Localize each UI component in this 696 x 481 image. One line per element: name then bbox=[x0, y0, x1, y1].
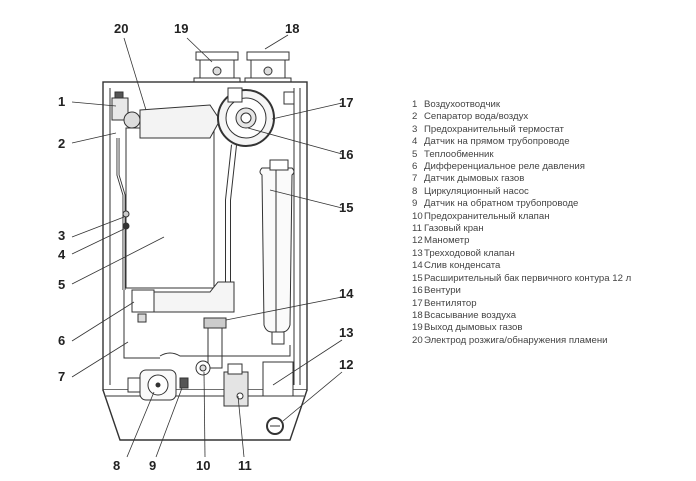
legend-label: Сепаратор вода/воздух bbox=[424, 111, 529, 123]
callout-18: 18 bbox=[285, 21, 299, 36]
legend-number: 13 bbox=[412, 247, 423, 259]
legend-number: 16 bbox=[412, 285, 423, 297]
legend-label: Манометр bbox=[424, 235, 470, 247]
legend-label: Теплообменник bbox=[424, 148, 494, 160]
callout-16: 16 bbox=[339, 147, 353, 162]
legend-label: Трехходовой клапан bbox=[424, 247, 515, 259]
legend-number: 19 bbox=[412, 322, 423, 334]
legend-label: Вентури bbox=[424, 285, 461, 297]
legend-item: 9 Датчик на обратном трубопроводе bbox=[412, 198, 692, 210]
callout-19: 19 bbox=[174, 21, 188, 36]
legend-number: 15 bbox=[412, 272, 423, 284]
callout-17: 17 bbox=[339, 95, 353, 110]
legend-number: 1 bbox=[412, 99, 418, 110]
callout-1: 1 bbox=[58, 94, 65, 109]
legend-item: 7 Датчик дымовых газов bbox=[412, 173, 692, 185]
flue-outlet-19 bbox=[193, 51, 241, 84]
callout-20: 20 bbox=[114, 21, 128, 36]
legend-item: 5 Теплообменник bbox=[412, 149, 692, 161]
legend-number: 17 bbox=[412, 297, 423, 309]
legend-number: 18 bbox=[412, 309, 423, 321]
legend-number: 6 bbox=[412, 161, 418, 173]
legend-label: Датчик на прямом трубопроводе bbox=[424, 136, 570, 148]
legend-number: 7 bbox=[412, 173, 418, 185]
legend-number: 8 bbox=[412, 185, 418, 197]
legend-number: 5 bbox=[412, 148, 418, 160]
manometer bbox=[266, 417, 284, 435]
callout-7: 7 bbox=[58, 369, 65, 384]
callout-4: 4 bbox=[58, 247, 66, 262]
legend-label: Вентилятор bbox=[424, 297, 477, 309]
legend-label: Всасывание воздуха bbox=[424, 309, 517, 321]
legend-item: 8 Циркуляционный насос bbox=[412, 186, 692, 198]
legend-item: 3 Предохранительный термостат bbox=[412, 124, 692, 136]
callout-15: 15 bbox=[339, 200, 353, 215]
callout-11: 11 bbox=[238, 458, 252, 473]
legend-label: Циркуляционный насос bbox=[424, 185, 529, 197]
callout-6: 6 bbox=[58, 333, 65, 348]
legend-item: 1 Воздухоотводчик bbox=[412, 99, 692, 111]
legend-number: 3 bbox=[412, 123, 418, 135]
fan bbox=[217, 87, 295, 147]
legend-number: 11 bbox=[412, 223, 422, 235]
legend-item: 2 Сепаратор вода/воздух bbox=[412, 111, 692, 123]
legend-label: Предохранительный термостат bbox=[424, 123, 564, 135]
heat-exchanger bbox=[125, 127, 215, 289]
callout-5: 5 bbox=[58, 277, 65, 292]
legend-number: 2 bbox=[412, 111, 418, 123]
legend-label: Газовый кран bbox=[424, 223, 484, 235]
legend-label: Расширительный бак первичного контура 12… bbox=[424, 272, 632, 284]
callout-8: 8 bbox=[113, 458, 120, 473]
callout-14: 14 bbox=[339, 286, 354, 301]
callout-13: 13 bbox=[339, 325, 353, 340]
callout-3: 3 bbox=[58, 228, 65, 243]
air-intake-18 bbox=[244, 51, 292, 84]
legend-number: 9 bbox=[412, 198, 418, 210]
legend-item: 4 Датчик на прямом трубопроводе bbox=[412, 136, 692, 148]
three-way-valve bbox=[262, 361, 294, 397]
legend-number: 4 bbox=[412, 136, 418, 148]
legend-number: 10 bbox=[412, 210, 423, 222]
legend-label: Предохранительный клапан bbox=[424, 210, 550, 222]
callout-10: 10 bbox=[196, 458, 210, 473]
gas-valve bbox=[223, 363, 249, 407]
callout-9: 9 bbox=[149, 458, 156, 473]
legend-label: Датчик дымовых газов bbox=[424, 173, 525, 185]
legend-number: 12 bbox=[412, 235, 423, 247]
legend-label: Воздухоотводчик bbox=[424, 99, 501, 110]
legend-label: Дифференциальное реле давления bbox=[424, 161, 585, 173]
legend-number: 14 bbox=[412, 260, 423, 272]
legend-label: Датчик на обратном трубопроводе bbox=[424, 198, 579, 210]
expansion-vessel bbox=[259, 159, 295, 345]
legend-label: Слив конденсата bbox=[424, 260, 501, 272]
boiler-diagram: 1 2 3 4 5 6 7 8 9 10 11 12 13 14 15 16 1… bbox=[58, 21, 354, 473]
legend-label: Электрод розжига/обнаружения пламени bbox=[424, 334, 608, 346]
callout-2: 2 bbox=[58, 136, 65, 151]
legend-label: Выход дымовых газов bbox=[424, 322, 523, 334]
callout-12: 12 bbox=[339, 357, 353, 372]
leader-lines bbox=[71, 34, 343, 458]
legend-item: 6 Дифференциальное реле давления bbox=[412, 161, 692, 173]
circulation-pump bbox=[127, 369, 177, 401]
legend-number: 20 bbox=[412, 334, 423, 346]
